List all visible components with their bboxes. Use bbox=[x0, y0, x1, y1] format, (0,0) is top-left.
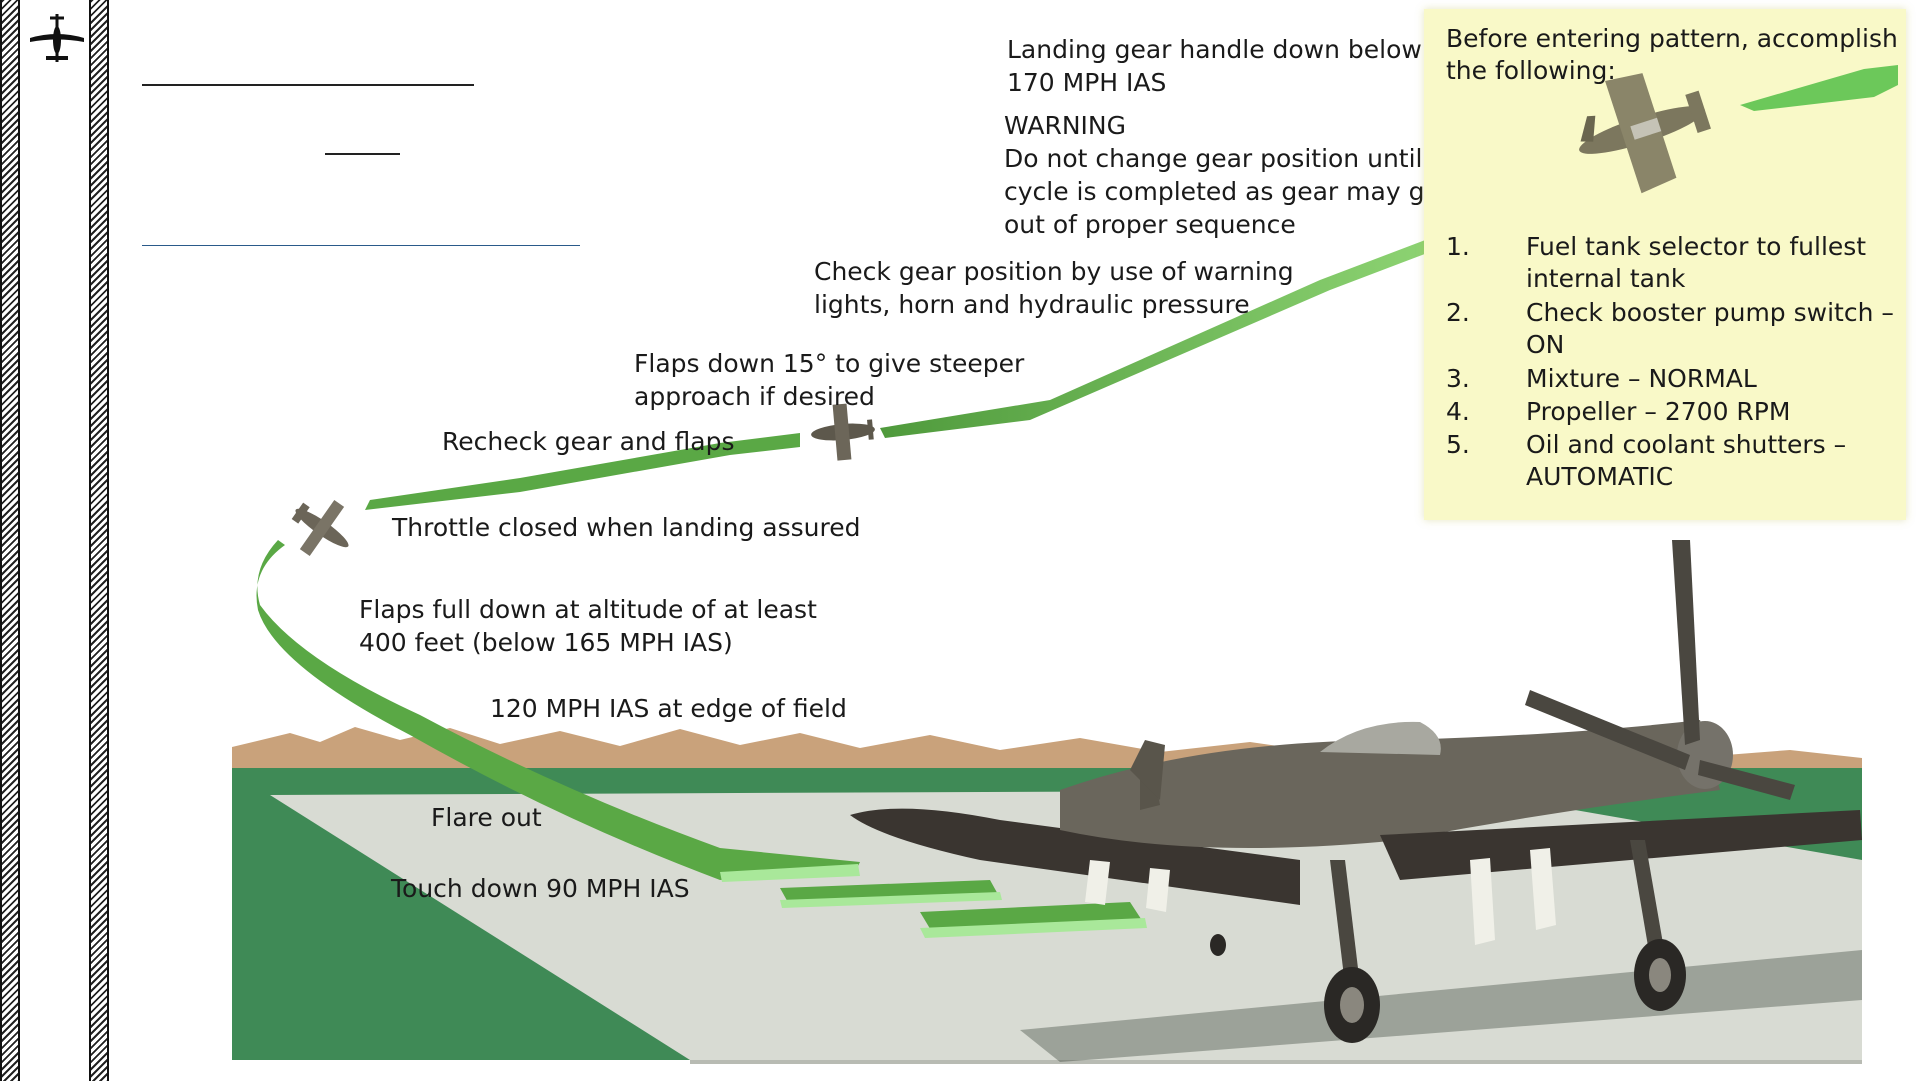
step-text: Mixture – NORMAL bbox=[1526, 364, 1757, 393]
approach-path-final bbox=[256, 540, 861, 880]
callout-touchdown: Touch down 90 MPH IAS bbox=[391, 874, 690, 903]
step-number: 4. bbox=[1446, 397, 1470, 426]
plane-midpath-icon bbox=[811, 403, 875, 461]
underline-2 bbox=[325, 153, 400, 155]
pattern-plane-icon bbox=[1579, 73, 1711, 194]
approach-path-base bbox=[880, 202, 1555, 438]
step-text: Oil and coolant shutters – AUTOMATIC bbox=[1526, 430, 1847, 491]
checklist-step: 4. Propeller – 2700 RPM bbox=[1446, 396, 1906, 428]
approach-path-turn bbox=[365, 433, 800, 510]
step-number: 3. bbox=[1446, 364, 1470, 393]
right-border-stripe bbox=[89, 0, 109, 1081]
callout-edge-of-field: 120 MPH IAS at edge of field bbox=[490, 694, 847, 723]
checklist-step: 5. Oil and coolant shutters – AUTOMATIC bbox=[1446, 429, 1906, 493]
step-text: Fuel tank selector to fullest internal t… bbox=[1526, 232, 1867, 293]
step-number: 2. bbox=[1446, 298, 1470, 327]
parked-fighter-aircraft bbox=[850, 540, 1862, 1062]
callout-throttle: Throttle closed when landing assured bbox=[392, 513, 861, 542]
callout-warning: WARNING Do not change gear position unti… bbox=[1004, 111, 1450, 239]
step-text: Check booster pump switch – ON bbox=[1526, 298, 1894, 359]
checklist-step: 1. Fuel tank selector to fullest interna… bbox=[1446, 231, 1906, 295]
pre-pattern-checklist-panel: Before entering pattern, accomplish the … bbox=[1424, 9, 1906, 520]
left-border-stripe bbox=[0, 0, 20, 1081]
callout-flare: Flare out bbox=[431, 803, 542, 832]
callout-check-gear: Check gear position by use of warning li… bbox=[814, 257, 1294, 319]
callout-flaps-15: Flaps down 15° to give steeper approach … bbox=[634, 349, 1025, 411]
step-text: Propeller – 2700 RPM bbox=[1526, 397, 1791, 426]
callout-recheck: Recheck gear and flaps bbox=[442, 427, 735, 456]
checklist-steps: 1. Fuel tank selector to fullest interna… bbox=[1446, 231, 1906, 493]
checklist-title: Before entering pattern, accomplish the … bbox=[1446, 24, 1898, 85]
plane-turn-icon bbox=[291, 499, 349, 557]
fighter-plane-icon bbox=[30, 14, 84, 62]
underline-3 bbox=[142, 245, 580, 246]
callout-gear-handle: Landing gear handle down below 170 MPH I… bbox=[1007, 35, 1422, 97]
checklist-step: 3. Mixture – NORMAL bbox=[1446, 363, 1906, 395]
step-number: 1. bbox=[1446, 232, 1470, 261]
checklist-step: 2. Check booster pump switch – ON bbox=[1446, 297, 1906, 361]
callout-flaps-full: Flaps full down at altitude of at least … bbox=[359, 595, 817, 657]
underline-1 bbox=[142, 84, 474, 86]
checklist-illustration bbox=[1579, 65, 1898, 194]
step-number: 5. bbox=[1446, 430, 1470, 459]
